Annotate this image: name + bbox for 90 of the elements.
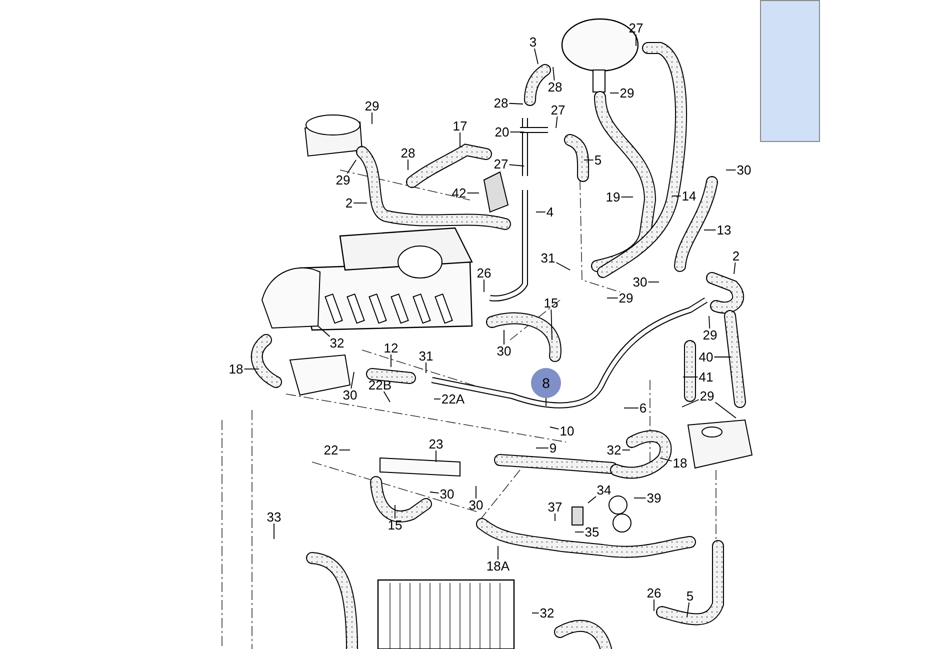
callout-number: 30 (342, 388, 358, 402)
leader-line (430, 492, 440, 494)
callout-number: 22A (440, 392, 466, 406)
callout-number: 23 (428, 438, 444, 450)
callout-number: 30 (496, 344, 512, 358)
callout-number: 32 (538, 606, 556, 620)
callout-number: 5 (685, 590, 695, 602)
callout-number: 20 (494, 126, 510, 138)
callout-number: 28 (492, 96, 510, 110)
leader-line (508, 102, 524, 104)
callout-number: 29 (334, 174, 352, 186)
callout-number: 17 (452, 120, 468, 132)
callout-number: 22B (367, 378, 393, 392)
leader-line (708, 316, 710, 329)
callout-number: 29 (618, 86, 636, 100)
leader-line (394, 504, 396, 519)
callout-number: 34 (596, 484, 612, 496)
callout-number: 13 (716, 224, 732, 236)
callout-number: 29 (364, 100, 380, 112)
leader-line (714, 356, 732, 358)
callout-number: 28 (546, 80, 564, 94)
callout-number: 31 (418, 350, 434, 362)
leader-line (244, 368, 260, 370)
leader-line (318, 326, 330, 337)
highlighted-callout-number: 8 (531, 368, 561, 398)
leader-line (660, 458, 672, 462)
callout-number: 35 (584, 526, 600, 538)
leader-line (550, 426, 560, 430)
leader-line (346, 160, 356, 174)
leader-line (734, 262, 736, 274)
callout-number: 30 (438, 488, 456, 500)
callout-number: 32 (328, 336, 346, 350)
callout-number: 6 (638, 402, 648, 414)
callout-number: 15 (386, 518, 404, 532)
leader-line (682, 399, 700, 408)
callout-number: 18 (228, 362, 244, 376)
leader-line (508, 164, 524, 166)
leader-line (556, 262, 570, 270)
callout-number: 27 (628, 22, 644, 34)
callout-number: 9 (548, 442, 558, 454)
leader-line (534, 48, 538, 64)
leader-line (353, 202, 368, 204)
callout-number: 2 (731, 250, 741, 262)
callout-number: 18A (485, 560, 511, 572)
callout-number: 18 (672, 456, 688, 470)
leader-line (610, 92, 620, 94)
callout-number: 30 (736, 164, 752, 176)
callout-number: 31 (540, 252, 556, 264)
leader-line (682, 376, 698, 378)
leader-line (554, 513, 556, 522)
callout-number: 5 (593, 154, 603, 166)
leader-line (550, 309, 552, 340)
callout-number: 26 (476, 266, 492, 280)
callout-number: 22 (322, 444, 340, 456)
callout-number: 40 (698, 350, 714, 364)
callout-number: 30 (468, 498, 484, 512)
callout-number: 4 (545, 206, 555, 218)
callout-number: 30 (632, 276, 648, 288)
callout-number: 28 (400, 146, 416, 160)
callout-number: 42 (450, 186, 468, 200)
callout-number: 29 (698, 390, 716, 402)
leader-line (466, 192, 480, 194)
callout-number: 19 (604, 190, 622, 204)
callout-number: 10 (558, 424, 576, 438)
callout-number: 27 (492, 158, 510, 170)
callout-number: 33 (266, 510, 282, 524)
callout-number: 2 (344, 196, 354, 210)
leader-line (350, 372, 354, 389)
leader-line (620, 196, 634, 198)
callout-number: 12 (382, 342, 400, 354)
leader-line (588, 496, 596, 504)
leader-line (714, 402, 736, 418)
callout-number: 29 (618, 292, 634, 304)
leader-line (390, 354, 392, 368)
callout-number: 27 (550, 104, 566, 116)
callout-number: 3 (528, 36, 538, 48)
leader-line (383, 391, 390, 402)
leader-line (556, 116, 558, 128)
callout-number: 15 (542, 296, 560, 310)
callout-number: 26 (646, 586, 662, 600)
callout-number: 32 (606, 444, 622, 456)
callout-number: 41 (698, 370, 714, 384)
leader-line (434, 398, 441, 400)
leader-line (532, 612, 540, 614)
callout-number: 14 (680, 190, 698, 202)
callout-number: 37 (546, 500, 564, 514)
callout-number: 39 (646, 492, 662, 504)
callout-number: 29 (702, 328, 718, 342)
leader-line (686, 602, 690, 618)
leader-line (552, 66, 555, 81)
